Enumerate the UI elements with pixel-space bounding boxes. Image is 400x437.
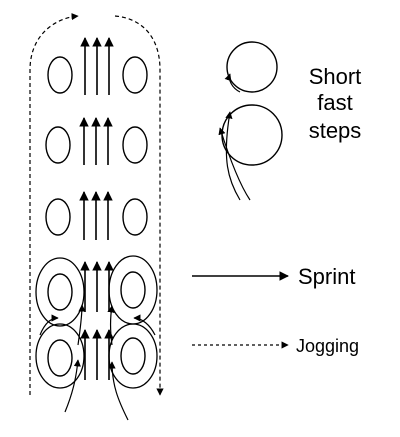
step-loop-arrow xyxy=(77,304,86,346)
step-loop-circle xyxy=(35,323,85,389)
step-loop-arrow xyxy=(108,361,129,421)
right-marker-oval xyxy=(120,337,146,375)
step-loop-arrow xyxy=(39,314,59,336)
step-loop-arrow xyxy=(64,359,81,413)
short-steps-arrow xyxy=(218,127,251,201)
right-marker-oval xyxy=(120,271,146,309)
sprint-legend-label: Sprint xyxy=(298,264,355,289)
step-loop-arrow xyxy=(107,305,115,346)
step-loop-circle xyxy=(35,257,85,327)
left-marker-oval xyxy=(47,339,73,377)
label-line: steps xyxy=(309,118,362,143)
left-marker-oval xyxy=(47,273,73,311)
short-fast-steps-label: Short fast steps xyxy=(309,64,362,143)
short-steps-arrow xyxy=(224,73,241,93)
label-line: fast xyxy=(317,90,352,115)
jogging-legend-label: Jogging xyxy=(296,336,359,356)
step-loop-circle xyxy=(108,323,158,389)
left-marker-oval xyxy=(45,198,71,236)
short-steps-lower-circle xyxy=(221,104,283,166)
label-line: Short xyxy=(309,64,362,89)
short-steps-arrow xyxy=(225,111,241,201)
short-steps-upper-circle xyxy=(226,41,278,93)
step-loop-arrow xyxy=(133,314,156,336)
right-marker-oval xyxy=(122,198,148,236)
left-marker-oval xyxy=(45,126,71,164)
right-marker-oval xyxy=(122,126,148,164)
step-loop-circle xyxy=(108,255,158,325)
right-marker-oval xyxy=(122,56,148,94)
left-marker-oval xyxy=(47,56,73,94)
jogging-loop-path xyxy=(29,12,79,395)
jogging-loop-path xyxy=(114,15,164,396)
